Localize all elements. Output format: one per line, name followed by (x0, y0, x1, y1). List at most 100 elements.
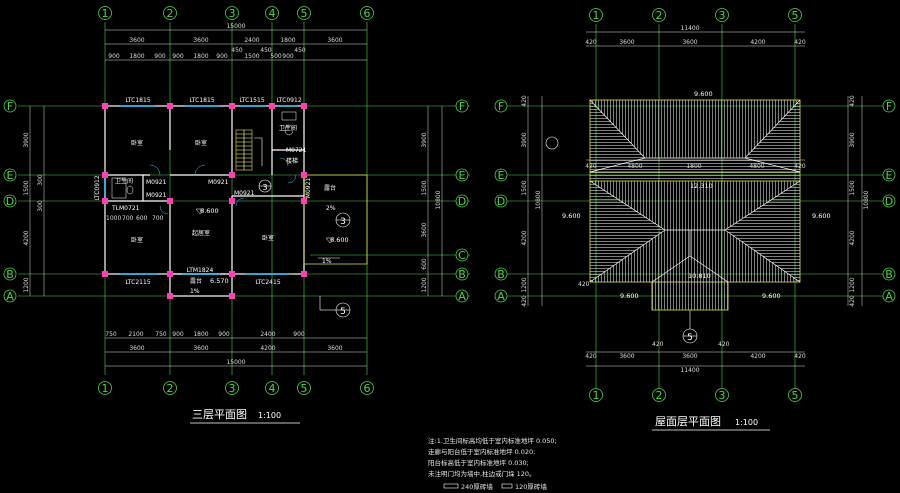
dim-text: 1200 (849, 277, 856, 292)
door-tag: M0921 (305, 178, 312, 199)
window-tag: LTC1515 (239, 97, 264, 104)
level-mark: 9.600 (562, 212, 581, 220)
drawing-title: 屋面层平面图 (655, 415, 721, 428)
row-axis-label: E (459, 169, 466, 182)
axis-label-bottom: 3 (229, 382, 236, 395)
dim-text: 750 (155, 331, 167, 338)
door-tag: M0921 (146, 179, 167, 186)
window-marks (104, 105, 298, 275)
door-tag: TLM0721 (111, 205, 140, 212)
axis-labels-top: 1 2 3 4 5 6 (102, 7, 371, 20)
axis-label-top: 1 (102, 7, 109, 20)
dim-total: 10800 (535, 190, 542, 209)
dim-total-top: 11400 (680, 25, 699, 32)
dim-text: 3900 (521, 132, 528, 147)
notes-block: 注:1.卫生间标高均低于室内标准地坪 0.050; 走廊与阳台低于室内标准地坪 … (428, 436, 557, 491)
dim-text: 600 (136, 215, 148, 222)
row-axis-label: B (6, 268, 14, 281)
window-tag: LTC0912 (94, 175, 101, 200)
dim-text: 900 (216, 53, 228, 60)
dim-text: 2400 (260, 331, 275, 338)
dim-total-bottom: 11400 (680, 367, 699, 374)
dim-text: 3600 (327, 37, 342, 44)
roof-callouts (545, 136, 698, 344)
top-dims-row-2: 900 1800 900 900 1800 900 450 1500 450 9… (108, 47, 306, 60)
door-swings (149, 157, 297, 215)
level-mark: 12.310 (690, 182, 713, 190)
roof-axis-labels: 1 2 3 5 1 2 3 5 F E D B A F E D B A (497, 9, 893, 402)
drawing-title: 三层平面图 (192, 408, 247, 421)
axis-labels-side: F E D B A F E D C B A (6, 100, 466, 303)
dim-text: 4200 (750, 39, 765, 46)
room-name: 露台 (324, 184, 336, 192)
bottom-dims-row-1: 750 2100 750 900 1800 900 2400 900 (105, 331, 305, 338)
room-name: 楼梯 (286, 157, 298, 165)
axis-label-top: 3 (229, 7, 236, 20)
door-tag: M0921 (146, 192, 167, 199)
window-tag: LTC2115 (125, 279, 150, 286)
axis-bubbles-side (3, 99, 469, 303)
axis-label-top: 1 (593, 9, 600, 22)
dim-text: 420 (794, 353, 806, 360)
top-dims-row-1: 3600 3600 2400 1800 3600 (129, 37, 342, 44)
wall-marks: 1000 700 600 700 (106, 215, 164, 222)
balcony-label: 露台 (190, 277, 202, 285)
axis-label-bottom: 1 (593, 389, 600, 402)
dim-text: 420 (585, 353, 597, 360)
dim-text: 420 (521, 95, 528, 107)
window-tag: LTC1815 (189, 97, 214, 104)
dim-text: 450 (231, 47, 243, 54)
dim-text: 420 (849, 95, 856, 107)
dim-text: 420 (849, 295, 856, 307)
dim-text: 1500 (421, 180, 428, 195)
window-tag: LTC2415 (255, 279, 280, 286)
roof-outline (589, 99, 801, 311)
dim-text: 3600 (421, 222, 428, 237)
dim-text: 3600 (682, 353, 697, 360)
level-mark: 6.600 (330, 236, 349, 244)
level-mark: 9.600 (812, 212, 831, 220)
axis-bubbles-bottom (98, 381, 374, 395)
slopes: 2% 1% 1% (190, 205, 340, 295)
row-axis-label: F (498, 100, 504, 113)
dim-text: 900 (172, 53, 184, 60)
axis-label-top: 5 (792, 9, 799, 22)
room-name: 卧室 (262, 234, 274, 242)
row-axis-label: D (497, 195, 505, 208)
dim-total: 10800 (863, 190, 870, 209)
dim-text: 900 (218, 331, 230, 338)
row-axis-label: B (497, 268, 505, 281)
dim-text: 420 (794, 39, 806, 46)
dim-text: 900 (293, 331, 305, 338)
dim-text: 420 (521, 295, 528, 307)
dim-text: 900 (108, 53, 120, 60)
dim-text: 420 (718, 341, 730, 348)
dim-text: 450 (294, 47, 306, 54)
dim-total-top: 15000 (226, 23, 245, 30)
note-line: 走廊与阳台低于室内标准地坪 0.020; (428, 447, 535, 456)
room-names: 卧室 卧室 卫生间 卫生间 卧室 起居室 卧室 露台 楼梯 (115, 124, 336, 244)
axis-label-top: 6 (364, 7, 371, 20)
bathroom-fixtures (111, 111, 297, 199)
dim-text: 3600 (129, 345, 144, 352)
opening-tags: LTC1815 LTC1815 LTC1515 LTC0912 LTC0912 … (94, 97, 312, 286)
roof-hatch (590, 100, 800, 310)
level-mark: 9.600 (620, 292, 639, 300)
dim-text: 1800 (280, 37, 295, 44)
dim-text: 1200 (421, 277, 428, 292)
dim-text: 420 (585, 39, 597, 46)
row-axis-label: A (458, 290, 466, 303)
detail-callouts (258, 179, 351, 318)
dim-text: 1500 (23, 180, 30, 195)
dim-text: 3600 (619, 39, 634, 46)
axis-label-top: 2 (167, 7, 174, 20)
dim-text: 3600 (193, 37, 208, 44)
columns (102, 103, 307, 299)
row-axis-label: B (458, 268, 466, 281)
dim-text: 4200 (521, 230, 528, 245)
bottom-dims-row-2: 3600 3600 4200 3600 (129, 345, 342, 352)
dim-text: 3900 (421, 132, 428, 147)
roof-ridges (589, 99, 801, 283)
room-name: 卫生间 (115, 177, 133, 185)
